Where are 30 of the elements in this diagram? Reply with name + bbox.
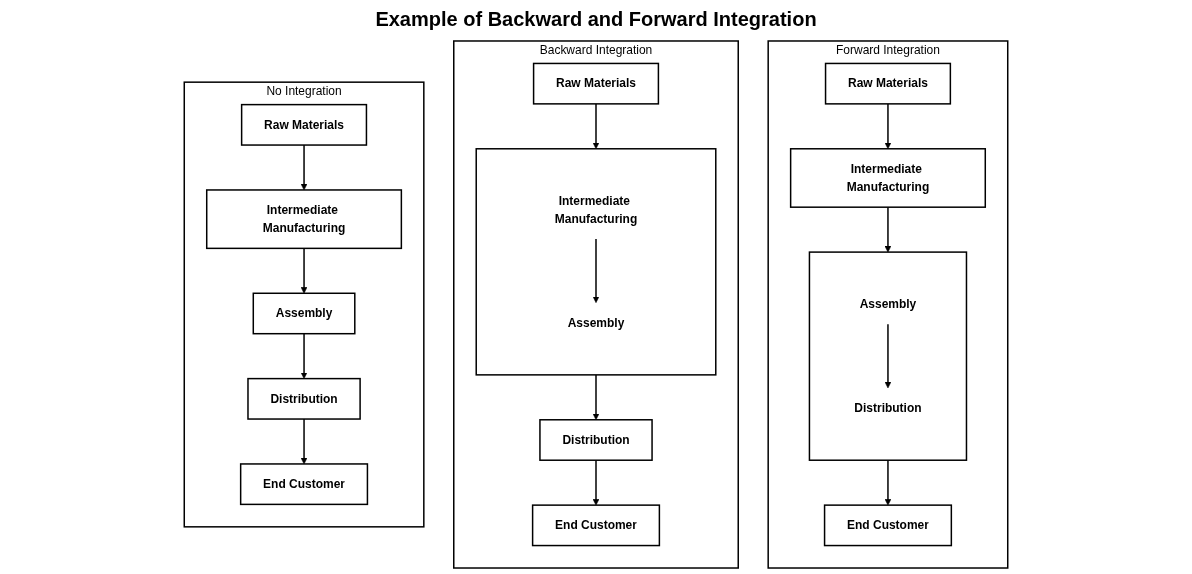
node-box: Raw Materials [240,103,368,146]
node-box: End Customer [239,463,369,506]
arrow [592,459,600,506]
arrow [884,103,892,150]
node-box: Raw Materials [824,62,952,105]
node-box: End Customer [531,504,661,547]
arrow [884,459,892,506]
arrow [592,238,600,303]
diagram-title: Example of Backward and Forward Integration [375,8,817,31]
node-box: Distribution [247,377,361,420]
arrow [300,144,308,191]
arrow [884,323,892,389]
arrow [300,332,308,379]
node-text: Assembly [567,316,625,329]
arrow [592,374,600,421]
node-box: End Customer [823,504,953,547]
node-box: Assembly [252,292,356,335]
node-box: Intermediate Manufacturing [789,148,987,208]
node-text: Assembly [859,297,917,311]
node-text: Distribution [854,401,922,415]
node-text: Intermediate Manufacturing [554,194,638,225]
cluster [808,251,968,461]
arrow [300,418,308,465]
arrow [884,206,892,253]
node-box: Distribution [539,419,653,461]
node-box: Raw Materials [532,62,660,105]
arrow [300,247,308,294]
cluster [475,148,717,376]
node-box: Intermediate Manufacturing [205,189,403,250]
arrow [592,103,600,150]
